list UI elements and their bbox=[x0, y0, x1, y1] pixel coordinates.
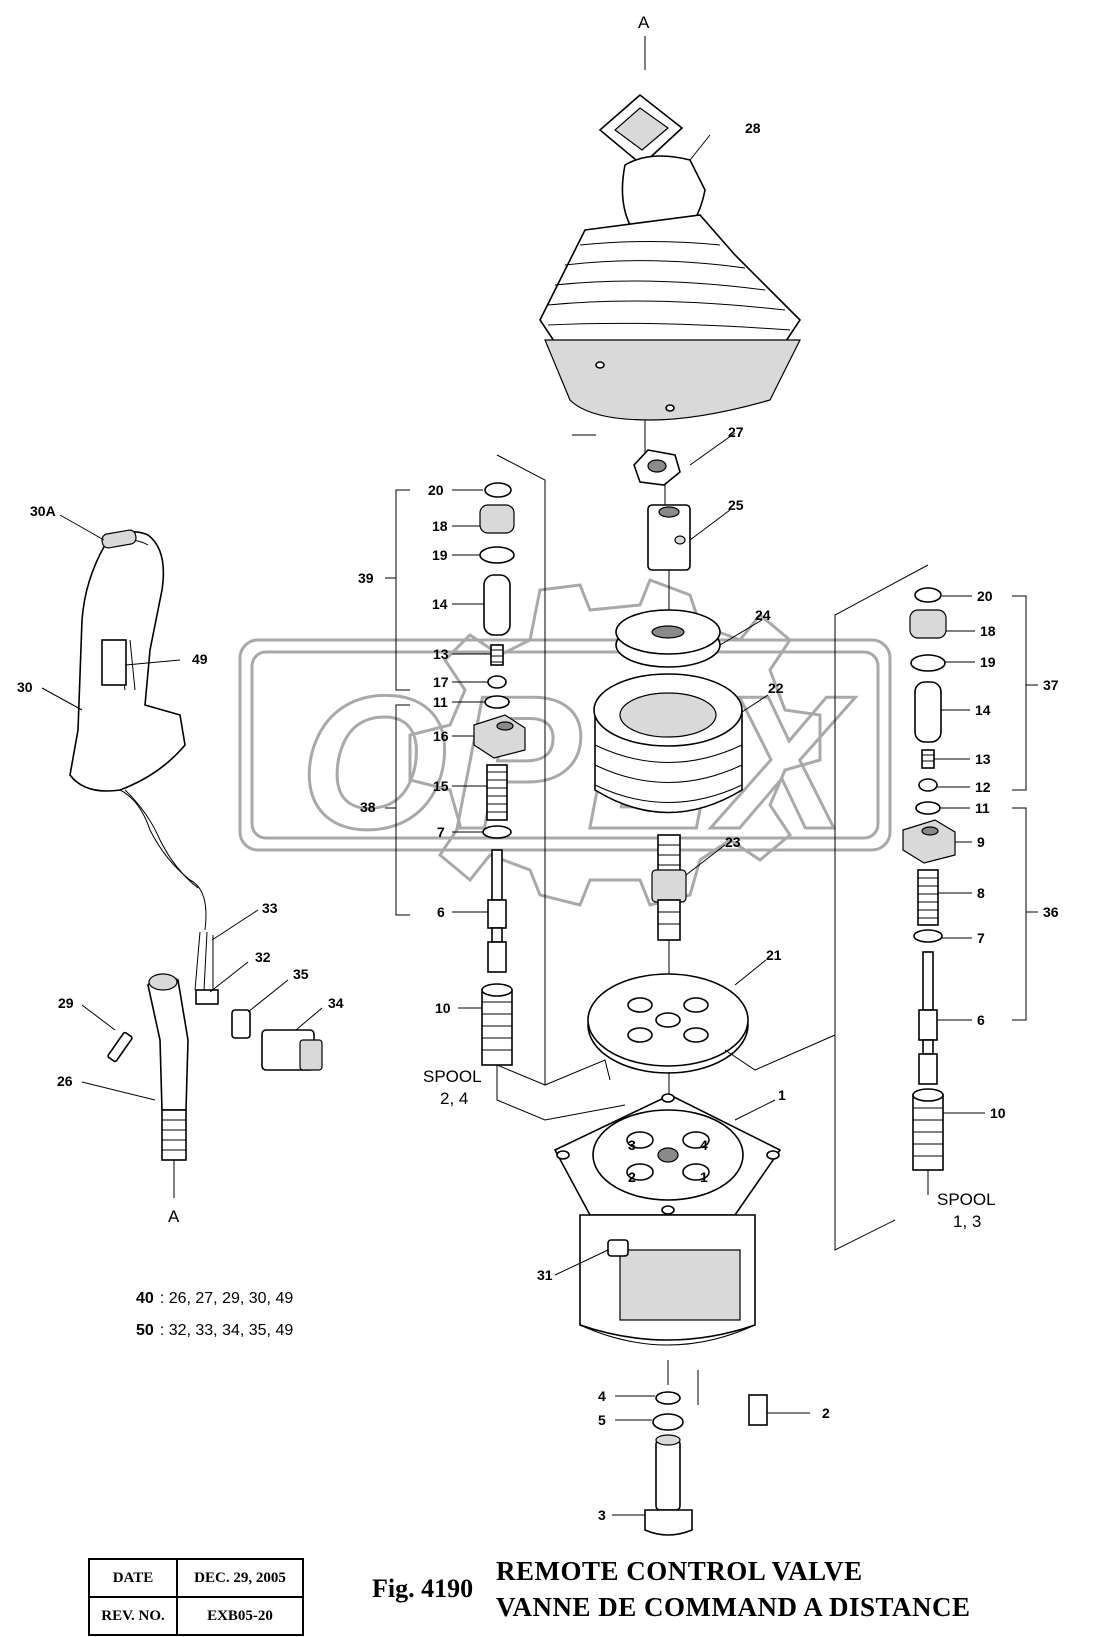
kit-number: 40 bbox=[136, 1290, 154, 1307]
port-1: 1 bbox=[700, 1169, 708, 1185]
callout-l19: 19 bbox=[432, 547, 448, 563]
callout-25: 25 bbox=[728, 497, 744, 513]
harness bbox=[194, 931, 323, 1071]
section-mark-top: A bbox=[638, 13, 650, 32]
revision-row-rev: REV. NO. EXB05-20 bbox=[88, 1596, 304, 1636]
plug-3 bbox=[644, 1434, 693, 1536]
callout-l7: 7 bbox=[437, 824, 445, 840]
title-english: REMOTE CONTROL VALVE bbox=[496, 1556, 863, 1586]
spool-left-line2: 2, 4 bbox=[440, 1089, 468, 1108]
rubber-boot bbox=[539, 93, 802, 421]
callout-r9: 9 bbox=[977, 834, 985, 850]
callout-32: 32 bbox=[255, 949, 271, 965]
callout-r7: 7 bbox=[977, 930, 985, 946]
revision-table: DATE DEC. 29, 2005 REV. NO. EXB05-20 bbox=[88, 1558, 304, 1636]
spool-left-line1: SPOOL bbox=[423, 1067, 482, 1086]
plug-2 bbox=[748, 1394, 768, 1426]
date-label: DATE bbox=[88, 1558, 178, 1598]
callout-24: 24 bbox=[755, 607, 771, 623]
callout-l16: 16 bbox=[433, 728, 449, 744]
callout-r12: 12 bbox=[975, 779, 991, 795]
callout-l15: 15 bbox=[433, 778, 449, 794]
date-value: DEC. 29, 2005 bbox=[176, 1558, 304, 1598]
section-mark-bottom: A bbox=[168, 1207, 180, 1226]
left-spool-assembly bbox=[473, 482, 526, 1066]
callout-30A: 30A bbox=[30, 503, 56, 519]
right-spool-assembly bbox=[902, 587, 956, 1171]
callout-l17: 17 bbox=[433, 674, 449, 690]
callout-r11: 11 bbox=[975, 800, 990, 816]
callout-l38: 38 bbox=[360, 799, 376, 815]
callout-l14: 14 bbox=[432, 596, 448, 612]
callout-27: 27 bbox=[728, 424, 744, 440]
lever-handle bbox=[69, 529, 207, 931]
figure-number: Fig. 4190 bbox=[372, 1574, 474, 1603]
callout-5: 5 bbox=[598, 1412, 606, 1428]
valve-body-1 bbox=[553, 1093, 782, 1346]
port-3: 3 bbox=[628, 1137, 636, 1153]
callout-22: 22 bbox=[768, 680, 784, 696]
rev-label: REV. NO. bbox=[88, 1596, 178, 1636]
callout-r13: 13 bbox=[975, 751, 991, 767]
bellows-22 bbox=[593, 673, 743, 814]
callout-l13: 13 bbox=[433, 646, 449, 662]
opex-watermark: OPEX bbox=[238, 578, 892, 907]
callout-34: 34 bbox=[328, 995, 344, 1011]
callout-l20: 20 bbox=[428, 482, 444, 498]
callout-30: 30 bbox=[17, 679, 33, 695]
callout-23: 23 bbox=[725, 834, 741, 850]
callout-l10: 10 bbox=[435, 1000, 451, 1016]
o-ring-4 bbox=[655, 1391, 681, 1405]
watermark-text: OPEX bbox=[300, 657, 856, 869]
lever-rod-26 bbox=[147, 973, 189, 1161]
callout-33: 33 bbox=[262, 900, 278, 916]
callout-28: 28 bbox=[745, 120, 761, 136]
callout-r19: 19 bbox=[980, 654, 996, 670]
joint-23 bbox=[651, 834, 687, 941]
callout-29: 29 bbox=[58, 995, 74, 1011]
plate-21 bbox=[587, 973, 749, 1074]
plate-24 bbox=[615, 609, 721, 668]
callout-r18: 18 bbox=[980, 623, 996, 639]
pin-29 bbox=[107, 1031, 133, 1063]
kit-parts: : 26, 27, 29, 30, 49 bbox=[159, 1290, 294, 1307]
spool-right-line1: SPOOL bbox=[937, 1190, 996, 1209]
kit-parts: : 32, 33, 34, 35, 49 bbox=[159, 1322, 294, 1339]
callout-1: 1 bbox=[778, 1087, 786, 1103]
callout-r10: 10 bbox=[990, 1105, 1006, 1121]
callout-r6: 6 bbox=[977, 1012, 985, 1028]
spool-right-line2: 1, 3 bbox=[953, 1212, 981, 1231]
kit-number: 50 bbox=[136, 1322, 154, 1339]
plug-31 bbox=[607, 1239, 629, 1257]
callout-r20: 20 bbox=[977, 588, 993, 604]
callout-l6: 6 bbox=[437, 904, 445, 920]
rev-value: EXB05-20 bbox=[176, 1596, 304, 1636]
callout-35: 35 bbox=[293, 966, 309, 982]
kit-ref-40: 40 : 26, 27, 29, 30, 49 bbox=[136, 1290, 293, 1308]
callout-l18: 18 bbox=[432, 518, 448, 534]
callout-21: 21 bbox=[766, 947, 782, 963]
callout-r8: 8 bbox=[977, 885, 985, 901]
callout-2: 2 bbox=[822, 1405, 830, 1421]
callout-r36: 36 bbox=[1043, 904, 1059, 920]
callout-r14: 14 bbox=[975, 702, 991, 718]
callout-3: 3 bbox=[598, 1507, 606, 1523]
callout-26: 26 bbox=[57, 1073, 73, 1089]
callout-r37: 37 bbox=[1043, 677, 1059, 693]
callout-31: 31 bbox=[537, 1267, 553, 1283]
o-ring-5 bbox=[652, 1413, 684, 1431]
nut-27 bbox=[633, 449, 681, 486]
port-2: 2 bbox=[628, 1169, 636, 1185]
title-french: VANNE DE COMMAND A DISTANCE bbox=[496, 1592, 971, 1622]
callout-4: 4 bbox=[598, 1388, 606, 1404]
kit-ref-50: 50 : 32, 33, 34, 35, 49 bbox=[136, 1322, 293, 1340]
callout-l39: 39 bbox=[358, 570, 374, 586]
callout-49: 49 bbox=[192, 651, 208, 667]
revision-row-date: DATE DEC. 29, 2005 bbox=[88, 1558, 304, 1598]
coupling-25 bbox=[647, 504, 691, 571]
callout-l11: 11 bbox=[433, 694, 448, 710]
port-4: 4 bbox=[700, 1137, 708, 1153]
